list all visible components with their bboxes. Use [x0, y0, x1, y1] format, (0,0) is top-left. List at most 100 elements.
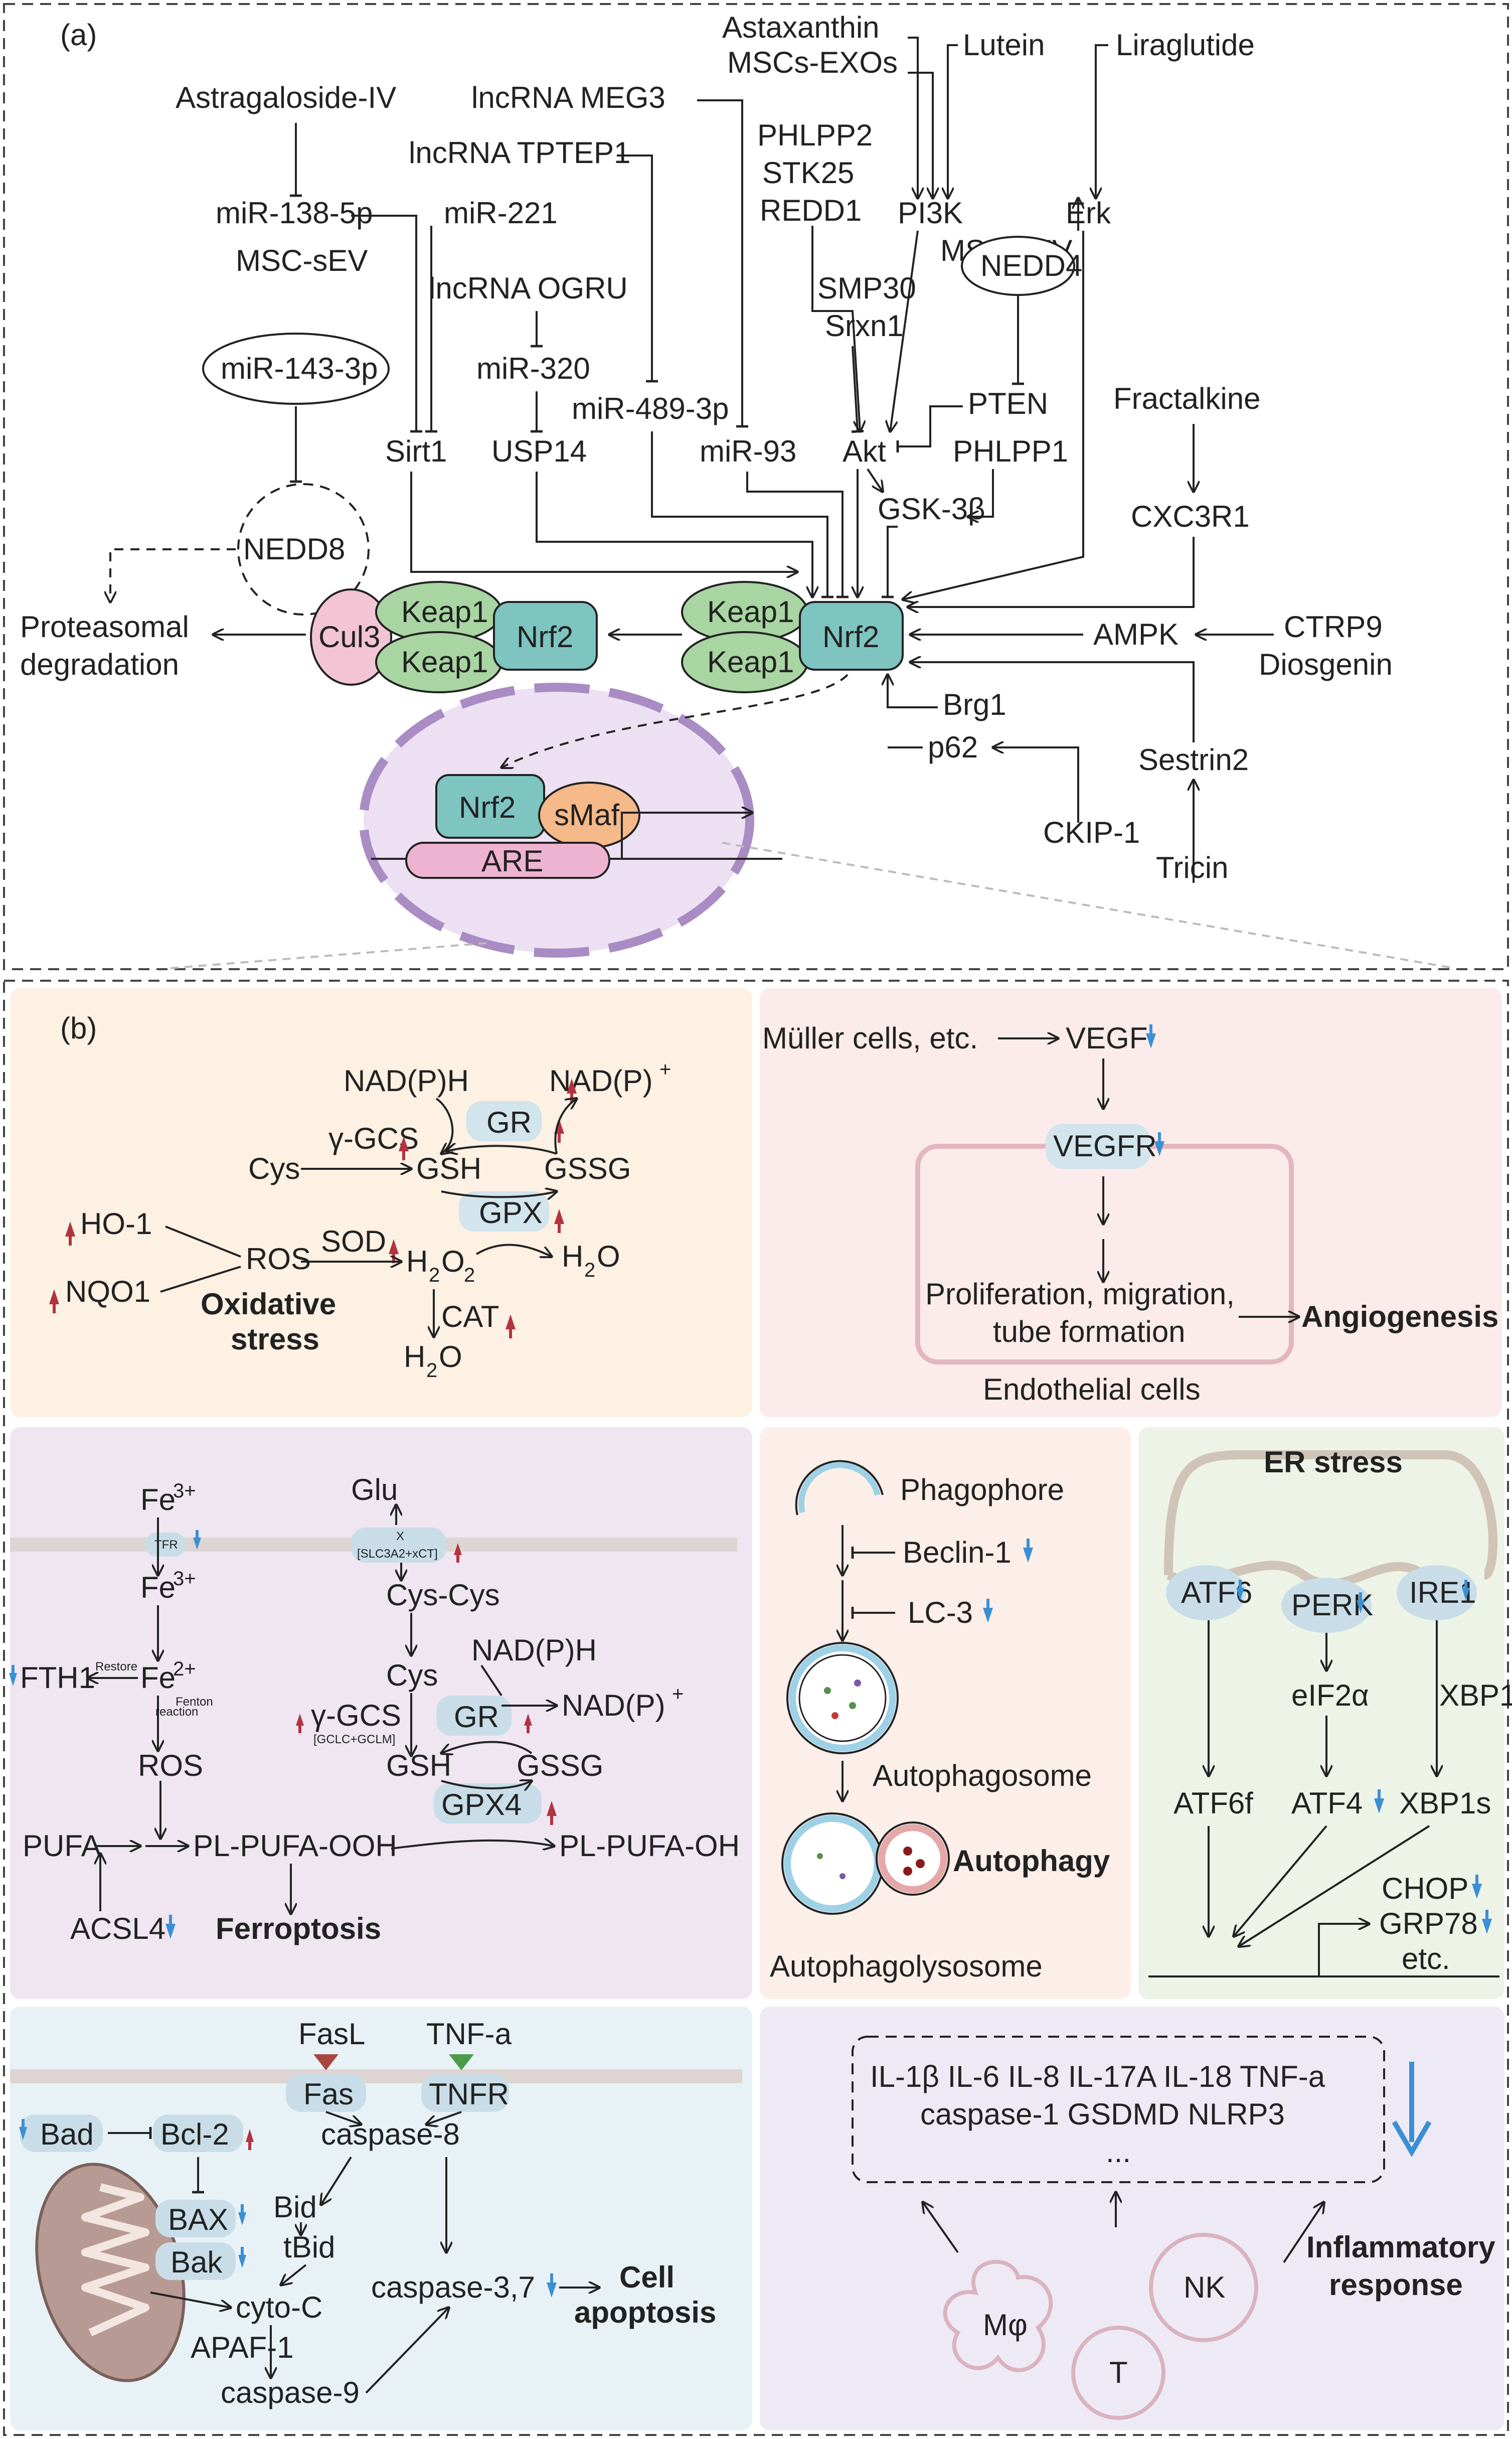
ferro-gpx4: GPX4: [441, 1788, 522, 1821]
node-lncrna-ogru: lncRNA OGRU: [429, 271, 628, 305]
apo-bak: Bak: [171, 2245, 223, 2279]
chop-down-icon: [1472, 1875, 1482, 1899]
ferro-pufa: PUFA: [23, 1829, 101, 1863]
node-stk25: STK25: [762, 156, 854, 190]
node-mir138: miR-138-5p: [216, 196, 373, 230]
beclin-down-icon: [1023, 1539, 1033, 1563]
apo-fasl: FasL: [298, 2017, 365, 2051]
ferro-panel: [10, 1427, 752, 1999]
macrophage-icon: [943, 2259, 1053, 2372]
angio-prolif-2: tube formation: [993, 1315, 1186, 1348]
gr-up-icon: [524, 1714, 532, 1733]
auto-autophagosome: Autophagosome: [873, 1759, 1092, 1792]
ferro-acsl4: ACSL4: [70, 1912, 165, 1945]
node-nedd8-circle: [237, 483, 370, 616]
node-lncrna-meg3: lncRNA MEG3: [471, 81, 665, 114]
angio-panel: [760, 988, 1502, 1417]
ox-gssg: GSSG: [544, 1152, 631, 1185]
ferro-glu: Glu: [351, 1473, 398, 1506]
node-erk: Erk: [1066, 196, 1111, 230]
smaf: sMaf: [554, 798, 619, 832]
perk-ellipse: [1281, 1578, 1372, 1633]
ox-gr-box: [466, 1101, 542, 1141]
apo-bid: Bid: [273, 2190, 317, 2224]
ox-h2o-right-sub: 2: [584, 1259, 595, 1281]
bak-box: [155, 2242, 236, 2280]
oxidative-panel: [10, 988, 752, 1417]
node-sestrin2: Sestrin2: [1138, 743, 1249, 777]
ferro-plpufaoh: PL-PUFA-OH: [559, 1829, 740, 1863]
er-grp78: GRP78: [1379, 1907, 1478, 1940]
node-sirt1: Sirt1: [385, 434, 447, 468]
node-srxn1: Srxn1: [825, 309, 904, 343]
inflam-t: T: [1109, 2356, 1128, 2389]
er-chop: CHOP: [1382, 1872, 1468, 1905]
node-keap1-rb: Keap1: [707, 645, 794, 679]
node-tricin: Tricin: [1156, 851, 1228, 884]
node-gsk3b: GSK-3β: [878, 492, 985, 526]
node-mscs-exos: MSCs-EXOs: [727, 46, 898, 79]
node-lncrna-tptep1: lncRNA TPTEP1: [409, 136, 630, 170]
node-diosgenin: Diosgenin: [1259, 648, 1393, 681]
ygcs-up-icon: [296, 1714, 304, 1733]
atf6-ellipse: [1166, 1565, 1246, 1620]
auto-autophagolysosome: Autophagolysosome: [770, 1949, 1043, 1983]
er-etc: etc.: [1402, 1942, 1450, 1975]
er-atf6f: ATF6f: [1173, 1786, 1253, 1820]
nk-cell-icon: [1149, 2233, 1258, 2342]
ferro-restore: Restore: [95, 1660, 137, 1673]
node-p62: p62: [928, 730, 978, 764]
ox-ros: ROS: [246, 1242, 311, 1276]
node-keap1-rt: Keap1: [707, 595, 794, 629]
vegf-down-icon: [1146, 1024, 1156, 1048]
panel-b-border: [3, 980, 1509, 2436]
node-usp14: USP14: [491, 434, 587, 468]
ox-nadph: NAD(P)H: [344, 1064, 469, 1098]
er-membrane-icon: [1164, 1450, 1498, 1580]
node-mir143-ellipse: [202, 333, 390, 405]
ox-cat: CAT: [441, 1300, 499, 1333]
ferro-plpufaooh: PL-PUFA-OOH: [193, 1829, 397, 1863]
node-pi3k: PI3K: [898, 196, 963, 230]
ox-h2o-bottom-o: O: [439, 1340, 462, 1374]
node-ampk: AMPK: [1093, 618, 1179, 651]
ox-h2o2: H: [406, 1245, 428, 1278]
bad-box: [20, 2114, 103, 2152]
ox-nqo1: NQO1: [65, 1275, 150, 1308]
gpx4-box: [434, 1783, 542, 1823]
panel-a-connectors: [110, 37, 1274, 883]
ferro-connectors: [88, 1505, 557, 1914]
node-cul3-ellipse: [310, 588, 392, 686]
ox-cys: Cys: [248, 1152, 300, 1185]
ox-gr: GR: [486, 1106, 532, 1139]
node-ckip1: CKIP-1: [1043, 816, 1140, 849]
ferro-fenton-1: Fenton: [176, 1695, 213, 1709]
ferro-fe3-bottom-sup: 3+: [173, 1568, 196, 1590]
nrf2-nuclear: Nrf2: [459, 791, 516, 824]
apo-bad: Bad: [40, 2117, 94, 2151]
node-nrf2-right: Nrf2: [822, 620, 879, 654]
bcl2-box: [153, 2114, 243, 2152]
inflam-title-1: Inflammatory: [1306, 2230, 1495, 2264]
tfr-down-icon: [193, 1530, 201, 1550]
ox-connectors: [160, 1099, 577, 1337]
bcl2-up-icon: [246, 2129, 254, 2150]
er-eif2a: eIF2α: [1291, 1679, 1369, 1712]
auto-beclin: Beclin-1: [903, 1536, 1012, 1569]
angio-vegf: VEGF: [1066, 1021, 1147, 1055]
bak-down-icon: [238, 2247, 246, 2268]
inflam-panel: [760, 2007, 1504, 2430]
node-brg1: Brg1: [943, 688, 1006, 721]
auto-lc3: LC-3: [908, 1596, 973, 1629]
ox-h2o-bottom: H: [404, 1340, 425, 1374]
apo-fas: Fas: [303, 2077, 354, 2111]
ferro-ygcs: γ-GCS: [311, 1699, 401, 1732]
node-nedd4-ellipse: [961, 236, 1075, 296]
bax-down-icon: [238, 2204, 246, 2225]
inflam-row-1: IL-1β IL-6 IL-8 IL-17A IL-18 TNF-a: [870, 2060, 1325, 2093]
ire1-ellipse: [1397, 1565, 1477, 1620]
angio-muller: Müller cells, etc.: [762, 1021, 978, 1055]
atf6-down-icon: [1236, 1580, 1244, 1601]
ferro-slc: [SLC3A2+xCT]: [357, 1547, 438, 1561]
ferro-fenton-2: reaction: [155, 1705, 198, 1719]
